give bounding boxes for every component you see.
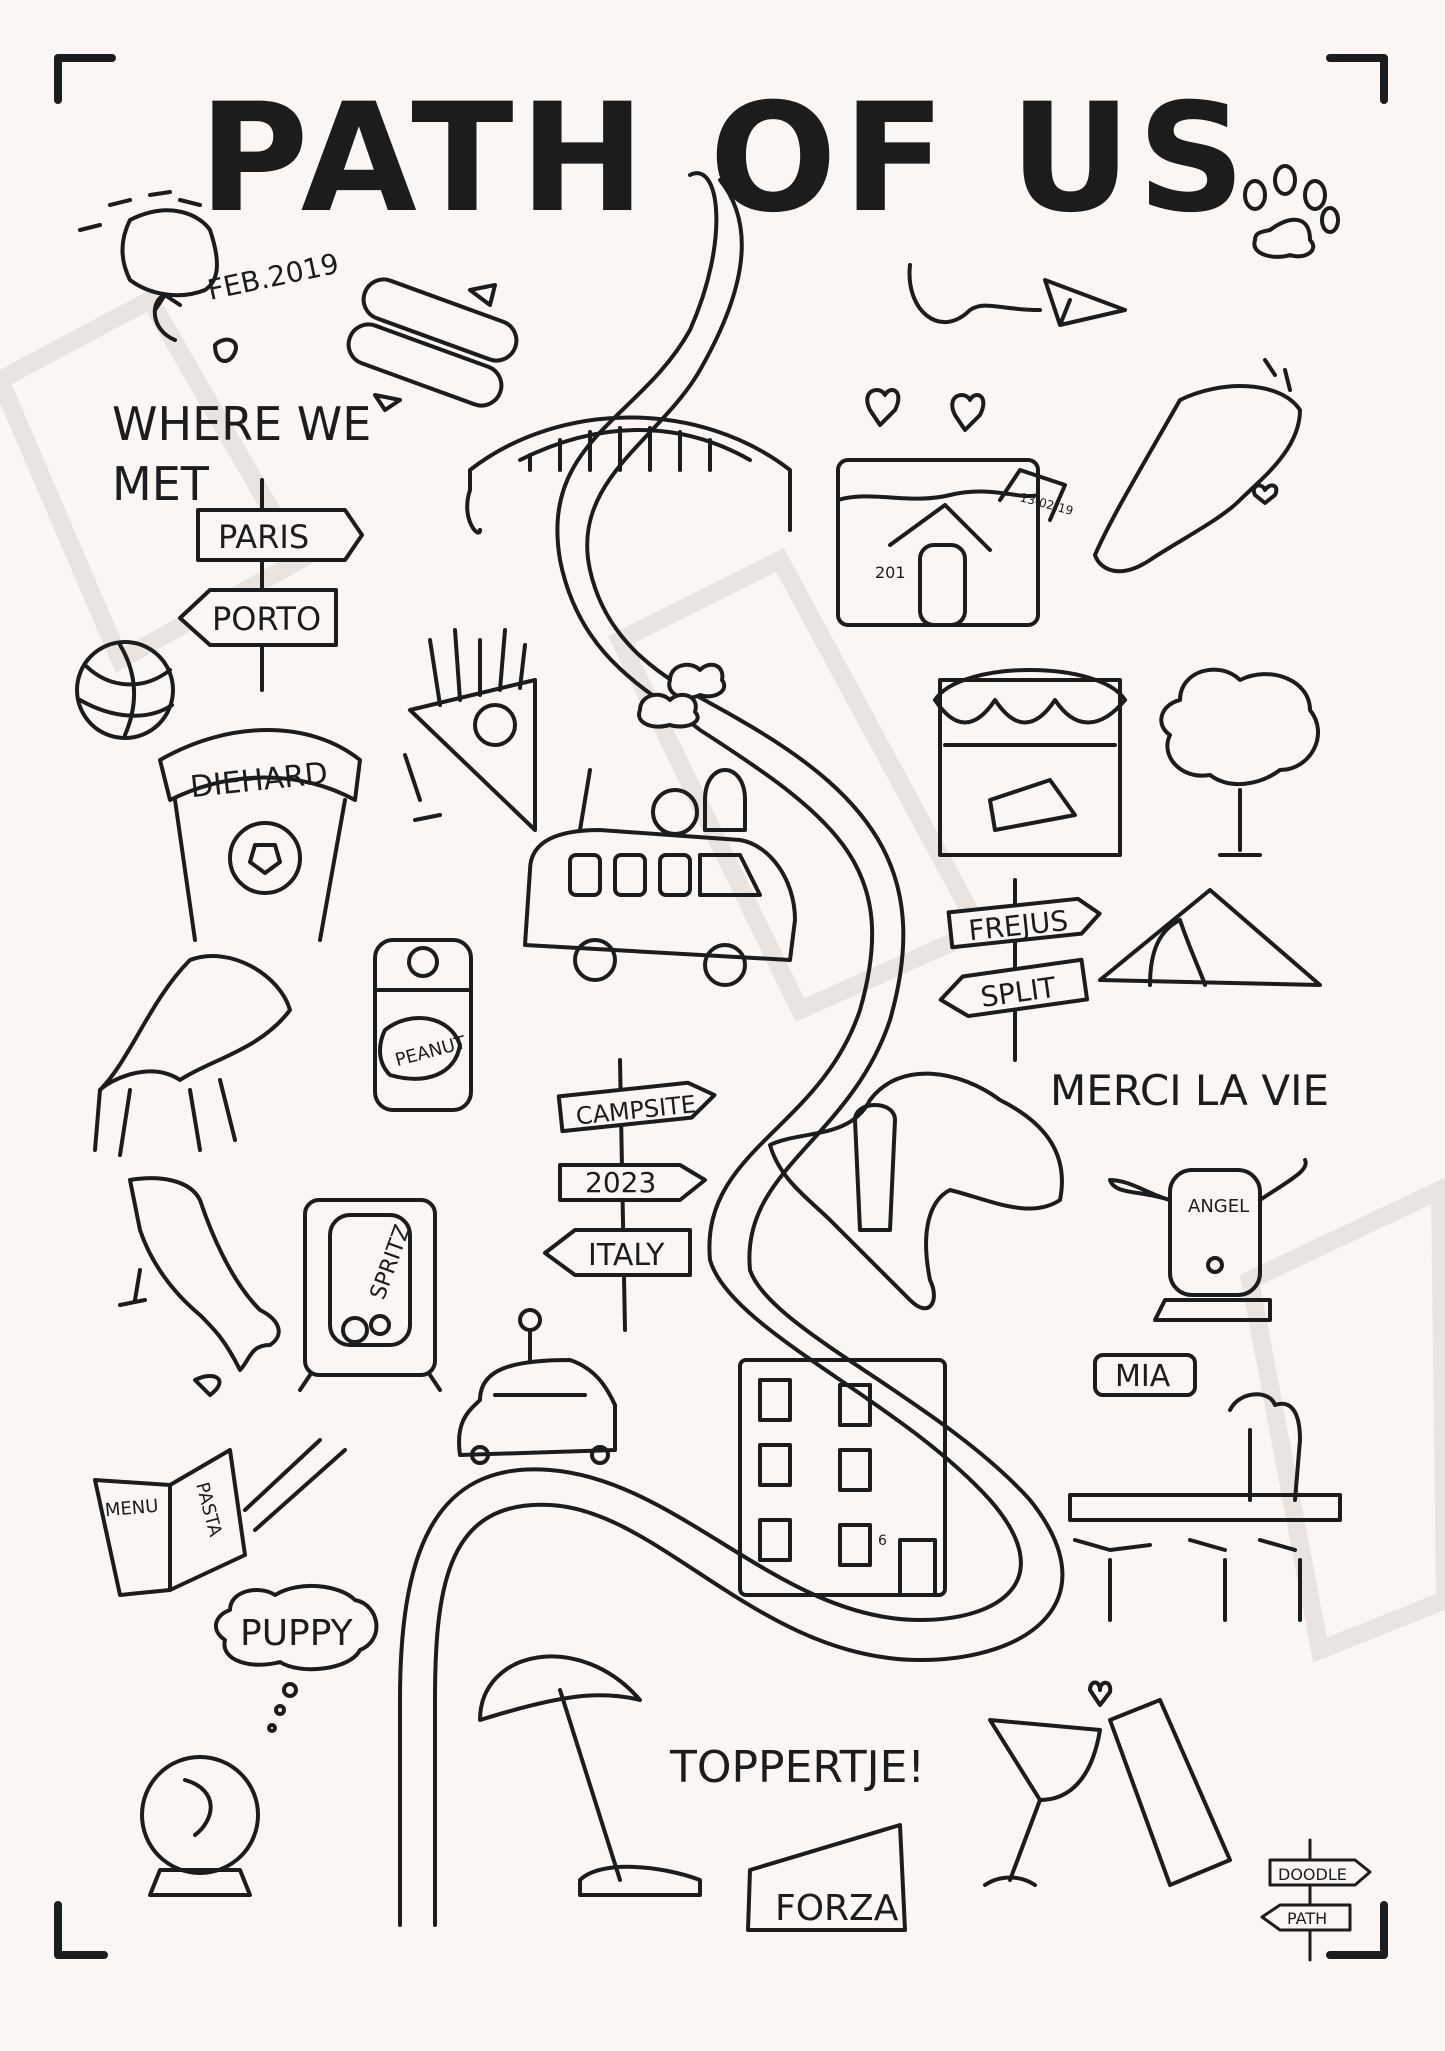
- menu-icon: [93, 1448, 247, 1597]
- doodle-path-logo: DOODLE PATH: [1260, 1838, 1372, 1962]
- merci-la-vie-label: MERCI LA VIE: [1050, 1066, 1329, 1115]
- island-right-icon: [1093, 358, 1302, 574]
- diehard-arch: [158, 728, 362, 942]
- signpost-paris: PARIS: [218, 518, 309, 556]
- puppy-label: PUPPY: [240, 1613, 354, 1654]
- van-icon: [523, 768, 797, 987]
- signpost-2023: 2023: [585, 1166, 656, 1199]
- road: [398, 171, 1065, 1927]
- fries-icon: [403, 628, 537, 832]
- signpost-italy: ITALY: [588, 1238, 665, 1273]
- puppy-thought-bubble: [214, 1583, 379, 1733]
- cheese-shop-icon: [933, 668, 1127, 857]
- where-we-met-label-2: MET: [112, 457, 210, 511]
- car-icon: [457, 1308, 617, 1465]
- angel-label: ANGEL: [1188, 1196, 1249, 1217]
- apartment-building-icon: [738, 1358, 947, 1597]
- mia-sign: [1093, 1353, 1197, 1397]
- house-flag-label: 13-02-19: [1018, 490, 1074, 518]
- signpost-porto: PORTO: [212, 600, 321, 638]
- cutlery-icon: [243, 1438, 347, 1532]
- building-number: 6: [878, 1533, 887, 1549]
- croatia-map-icon: [768, 1071, 1064, 1311]
- feb-date-label: FEB.2019: [205, 247, 342, 307]
- logo-path: PATH: [1287, 1909, 1327, 1928]
- page-title: PATH OF US: [199, 72, 1252, 246]
- soccer-ball-icon: [228, 821, 302, 895]
- forza-cheese-sign: [746, 1823, 907, 1932]
- diehard-label: DIEHARD: [189, 756, 330, 805]
- paper-plane-icon: [907, 263, 1127, 327]
- mia-label: MIA: [1115, 1359, 1171, 1394]
- forza-label: FORZA: [775, 1888, 899, 1929]
- umbrella-icon: [478, 1654, 702, 1897]
- where-we-met-label: WHERE WE: [112, 397, 371, 451]
- logo-doodle: DOODLE: [1278, 1865, 1347, 1884]
- italy-map-icon: [118, 1176, 281, 1397]
- dog-icon: [1228, 1392, 1302, 1502]
- house-number-label: 201: [875, 563, 906, 582]
- corner-brackets: [54, 54, 1388, 1959]
- pizza-icon: [93, 954, 292, 1157]
- clouds: [637, 662, 727, 729]
- baguettes-icon: [346, 277, 519, 412]
- toppertje-label: TOPPERTJE!: [669, 1742, 925, 1793]
- peanut-butter-jar-icon: [373, 938, 473, 1112]
- signpost-top-left: PARIS PORTO: [178, 478, 364, 692]
- crystal-ball-icon: [140, 1755, 260, 1897]
- paw-icon: [1243, 164, 1340, 259]
- house-icon: [836, 458, 1067, 627]
- watermark: [0, 287, 1445, 1663]
- island-icon: [78, 190, 238, 363]
- peanut-label: PEANUT: [393, 1032, 469, 1071]
- cocktail-icon: [983, 1680, 1232, 1887]
- bridge-icon: [465, 415, 792, 535]
- bench-icon: [1068, 1493, 1342, 1622]
- signpost-center: CAMPSITE 2023 ITALY: [543, 1058, 717, 1332]
- tree-icon: [1159, 667, 1321, 857]
- signpost-right: FREJUS SPLIT: [938, 878, 1102, 1062]
- hearts-icon: [865, 388, 986, 432]
- menu-label: MENU: [104, 1496, 159, 1522]
- spritz-board-icon: [298, 1198, 442, 1392]
- pasta-label: PASTA: [191, 1480, 226, 1540]
- volleyball-icon: [75, 640, 175, 740]
- tent-icon: [1098, 888, 1322, 987]
- angel-jukebox-icon: [1108, 1158, 1308, 1322]
